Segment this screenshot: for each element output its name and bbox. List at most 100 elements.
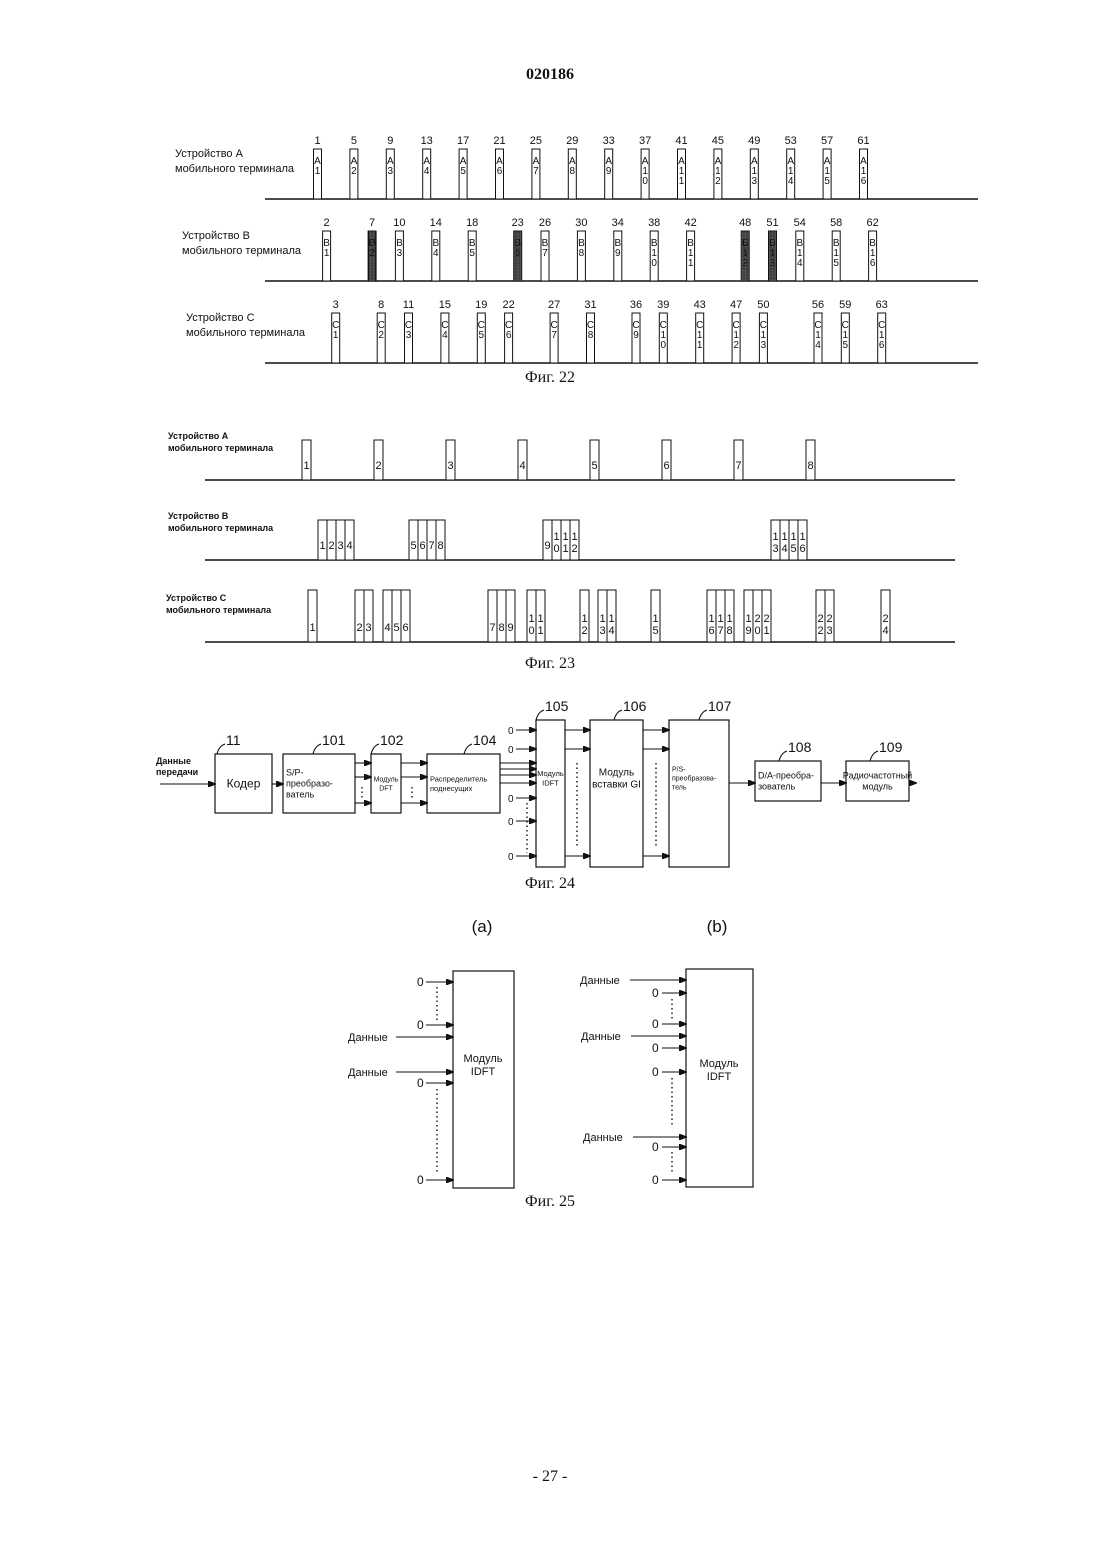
fig22-slot-label: 6 [506, 330, 512, 341]
figure-22: Устройство Амобильного терминала1A15A29A… [0, 128, 1100, 388]
fig22-slot-number: 58 [830, 217, 842, 229]
fig22-slot-label: 5 [479, 330, 485, 341]
block-label: тель [672, 784, 687, 791]
fig22-slot-number: 51 [766, 217, 778, 229]
fig22-slot-label: 4 [433, 248, 439, 259]
zero-input: 0 [417, 1018, 424, 1032]
fig22-slot-label: 7 [533, 166, 539, 177]
figure-25: (a)(b)МодульIDFT0000ДанныеДанныеМодульID… [0, 912, 1100, 1212]
fig23-slot-label: 1 [717, 613, 723, 625]
fig23-slot-label: 0 [528, 625, 534, 637]
block-label: Модуль [537, 769, 564, 778]
fig22-slot-number: 54 [794, 217, 806, 229]
zero-input: 0 [652, 1065, 659, 1079]
block-107 [669, 720, 729, 867]
data-input-label: Данные [348, 1067, 388, 1079]
reference-leader [699, 710, 707, 720]
zero-input: 0 [652, 1017, 659, 1031]
fig25a-block-line1: Модуль [464, 1053, 503, 1065]
zero-input: 0 [652, 1173, 659, 1187]
fig22-caption: Фиг. 22 [525, 369, 575, 386]
fig23-slot-label: 0 [754, 625, 760, 637]
data-input-label: Данные [580, 975, 620, 987]
fig23-slot-label: 1 [553, 531, 559, 543]
input-label-line1: Данные [156, 756, 191, 766]
data-input-label: Данные [583, 1132, 623, 1144]
block-label: S/P- [286, 768, 304, 778]
fig22-row-label-line2: мобильного терминала [182, 245, 302, 257]
zero-input: 0 [417, 1076, 424, 1090]
fig23-row-label-line1: Устройство А [168, 431, 229, 441]
fig22-slot-label: 1 [688, 258, 694, 269]
zero-input: 0 [508, 852, 514, 863]
fig22-row-label-line1: Устройство А [175, 148, 244, 160]
fig22-slot-label: 5 [469, 248, 475, 259]
fig23-slot-label: 3 [826, 625, 832, 637]
fig22-slot-number: 49 [748, 135, 760, 147]
fig23-row-label-line1: Устройство В [168, 511, 229, 521]
fig22-slot-label: 0 [661, 340, 667, 351]
fig22-slot-label: 8 [588, 330, 594, 341]
fig23-slot-label: 7 [489, 622, 495, 634]
fig23-slot-label: 1 [608, 613, 614, 625]
reference-leader [464, 744, 472, 754]
zero-input: 0 [652, 1041, 659, 1055]
fig23-slot-label: 2 [375, 460, 381, 472]
fig23-slot-label: 1 [309, 622, 315, 634]
fig23-slot-label: 1 [745, 613, 751, 625]
fig22-slot-number: 19 [475, 299, 487, 311]
fig22-slot-label: 2 [351, 166, 357, 177]
fig22-slot-label: 4 [788, 176, 794, 187]
fig25-caption: Фиг. 25 [525, 1193, 575, 1210]
fig23-slot-label: 2 [826, 613, 832, 625]
block-label: IDFT [542, 778, 559, 787]
fig23-slot-label: 1 [537, 613, 543, 625]
fig22-slot-label: 1 [679, 176, 685, 187]
fig22-slot-number: 30 [575, 217, 587, 229]
fig22-slot-number: 50 [757, 299, 769, 311]
fig22-slot-number: 26 [539, 217, 551, 229]
fig22-slot-label: 0 [642, 176, 648, 187]
fig22-slot-label: 5 [843, 340, 849, 351]
fig24-caption: Фиг. 24 [525, 875, 575, 892]
fig23-slot-label: 8 [726, 625, 732, 637]
block-label: модуль [862, 782, 893, 792]
fig23-slot-label: 7 [735, 460, 741, 472]
reference-number: 105 [545, 698, 569, 714]
fig22-row-label-line1: Устройство В [182, 230, 250, 242]
fig22-slot-label: 3 [761, 340, 767, 351]
fig23-slot-label: 6 [419, 540, 425, 552]
figure-23: Устройство Амобильного терминала12345678… [0, 415, 1100, 675]
fig23-slot-label: 4 [384, 622, 390, 634]
fig23-slot-label: 6 [663, 460, 669, 472]
reference-leader [536, 710, 544, 720]
fig23-slot-bar [506, 590, 515, 642]
fig23-slot-bar [364, 590, 373, 642]
fig23-slot-label: 2 [754, 613, 760, 625]
fig22-row-label-line2: мобильного терминала [175, 163, 295, 175]
fig22-slot-number: 34 [612, 217, 624, 229]
fig23-slot-bar [308, 590, 317, 642]
fig23-slot-label: 3 [337, 540, 343, 552]
block-label: Распределитель [430, 774, 487, 783]
fig22-slot-label: 1 [324, 248, 330, 259]
block-label: D/A-преобра- [758, 771, 814, 781]
fig22-slot-number: 48 [739, 217, 751, 229]
fig23-row-label-line2: мобильного терминала [168, 523, 274, 533]
reference-number: 101 [322, 732, 346, 748]
fig23-slot-bar [383, 590, 392, 642]
fig23-slot-label: 4 [781, 543, 787, 555]
block-label: Модуль [599, 767, 634, 778]
data-input-label: Данные [348, 1032, 388, 1044]
fig22-slot-number: 14 [430, 217, 442, 229]
zero-input: 0 [508, 794, 514, 805]
fig22-slot-number: 36 [630, 299, 642, 311]
fig23-row-label-line1: Устройство С [166, 593, 227, 603]
fig23-slot-label: 9 [745, 625, 751, 637]
fig22-slot-number: 45 [712, 135, 724, 147]
fig23-slot-label: 1 [799, 531, 805, 543]
zero-input: 0 [508, 726, 514, 737]
fig23-slot-bar [497, 590, 506, 642]
fig23-slot-label: 4 [519, 460, 525, 472]
fig23-slot-label: 1 [319, 540, 325, 552]
